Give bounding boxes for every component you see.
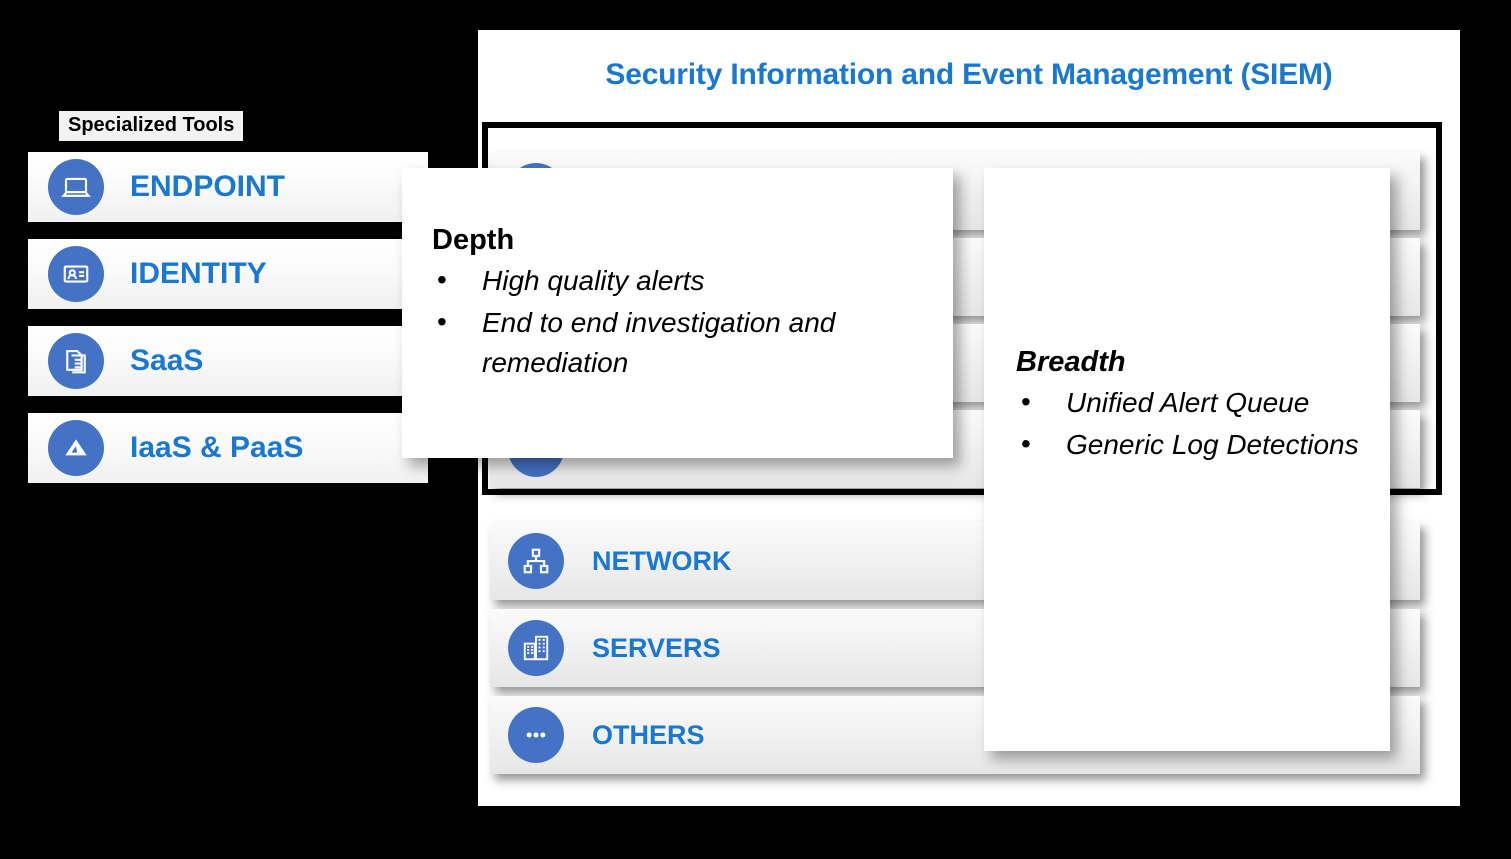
id-badge-icon: [48, 246, 104, 302]
callout-depth-bullets: High quality alerts End to end investiga…: [432, 260, 933, 383]
sidebar-item-label: IDENTITY: [130, 257, 267, 290]
callout-depth-heading: Depth: [432, 224, 515, 256]
siem-row-label: NETWORK: [592, 545, 732, 576]
sidebar-item-iaas-paas[interactable]: IaaS & PaaS: [28, 413, 428, 483]
laptop-icon: [48, 159, 104, 215]
siem-row-label: OTHERS: [592, 719, 705, 750]
sidebar-item-label: ENDPOINT: [130, 170, 286, 203]
callout-breadth-bullets: Unified Alert Queue Generic Log Detectio…: [1016, 382, 1372, 465]
callout-depth: Depth High quality alerts End to end inv…: [402, 168, 953, 458]
callout-bullet: Unified Alert Queue: [1016, 382, 1372, 423]
azure-triangle-icon: [48, 420, 104, 476]
callout-bullet: High quality alerts: [432, 260, 933, 301]
sidebar-item-label: IaaS & PaaS: [130, 431, 304, 464]
sidebar-item-identity[interactable]: IDENTITY: [28, 239, 428, 309]
callout-bullet: End to end investigation and remediation: [432, 302, 933, 383]
network-hierarchy-icon: [508, 533, 564, 589]
sidebar-item-endpoint[interactable]: ENDPOINT: [28, 152, 428, 222]
callout-breadth-heading: Breadth: [1016, 346, 1126, 378]
documents-icon: [48, 333, 104, 389]
callout-breadth: Breadth Unified Alert Queue Generic Log …: [984, 168, 1390, 751]
servers-buildings-icon: [508, 620, 564, 676]
specialized-tools-label: Specialized Tools: [59, 111, 244, 141]
sidebar-item-label: SaaS: [130, 344, 204, 377]
sidebar-item-saas[interactable]: SaaS: [28, 326, 428, 396]
siem-row-label: SERVERS: [592, 632, 721, 663]
ellipsis-icon: [508, 707, 564, 763]
siem-title: Security Information and Event Managemen…: [605, 58, 1333, 91]
callout-bullet: Generic Log Detections: [1016, 424, 1372, 465]
